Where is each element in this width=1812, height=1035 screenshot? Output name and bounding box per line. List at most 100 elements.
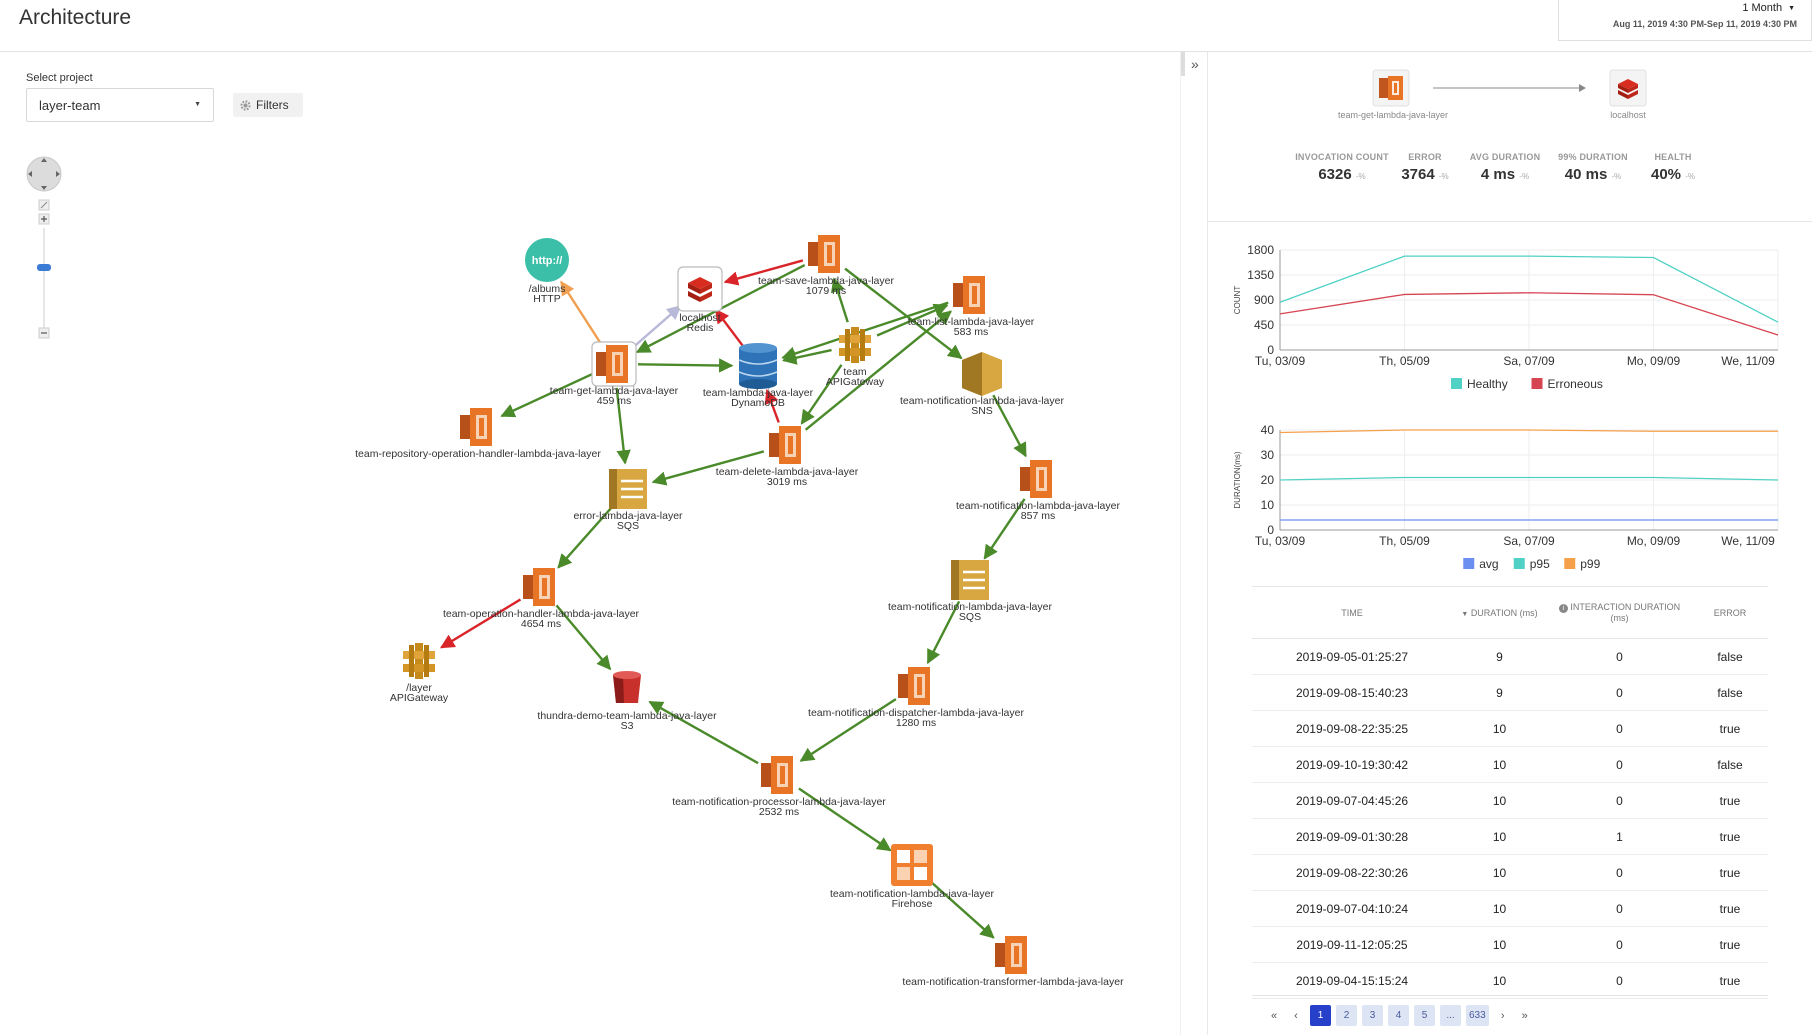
next-page-button[interactable]: › <box>1500 1009 1505 1022</box>
edge-get-to-dynamo[interactable] <box>637 358 734 373</box>
edge-processor-to-s3[interactable] <box>648 700 759 765</box>
prev-page-button[interactable]: ‹ <box>1294 1009 1298 1022</box>
node-dispatcher[interactable]: team-notification-dispatcher-lambda-java… <box>808 667 1024 729</box>
edge-delete-to-dynamo[interactable] <box>764 389 780 423</box>
edge-processor-to-firehose[interactable] <box>798 787 892 852</box>
zoom-fit-button[interactable] <box>38 199 50 211</box>
edge-delete-to-list[interactable] <box>804 310 952 431</box>
node-transformer[interactable]: team-notification-transformer-lambda-jav… <box>902 936 1124 988</box>
edge-firehose-to-transformer[interactable] <box>929 880 995 939</box>
stat-99-duration: 99% DURATION 40 ms -% <box>1558 152 1628 183</box>
node-repo[interactable]: team-repository-operation-handler-lambda… <box>355 408 601 460</box>
page-button-ellipsis[interactable]: ... <box>1440 1005 1461 1026</box>
double-chevron-right-icon[interactable]: » <box>1191 56 1199 72</box>
lambda-icon <box>995 936 1027 974</box>
invocation-table-container: TIME ▼ DURATION (ms) i INTERACTION DURAT… <box>1252 586 1768 999</box>
edge-list-to-dynamo[interactable] <box>781 301 949 361</box>
time-range-select[interactable]: 1 Month▼ <box>1742 2 1795 14</box>
page-button-2[interactable]: 2 <box>1336 1005 1357 1026</box>
node-oph[interactable]: team-operation-handler-lambda-java-layer… <box>443 568 640 630</box>
page-button-1[interactable]: 1 <box>1310 1005 1331 1026</box>
column-header-time[interactable]: TIME <box>1252 586 1452 639</box>
source-name: team-get-lambda-java-layer <box>1337 110 1449 120</box>
cell-time: 2019-09-07-04:10:24 <box>1252 890 1452 927</box>
edge-oph-to-s3[interactable] <box>555 604 612 671</box>
column-header-error[interactable]: ERROR <box>1692 586 1768 639</box>
edge-errsqs-to-oph[interactable] <box>557 506 613 569</box>
zoom-in-button[interactable] <box>38 213 50 225</box>
edge-notif-to-notifsqs[interactable] <box>983 498 1026 560</box>
edge-apigw_team-to-delete[interactable] <box>800 364 843 425</box>
filters-button[interactable]: Filters <box>233 93 303 117</box>
zoom-slider-handle[interactable] <box>37 264 51 271</box>
panel-divider[interactable]: » <box>1180 52 1208 1035</box>
project-select[interactable]: layer-team ▼ <box>26 88 214 122</box>
node-label: team-list-lambda-java-layer <box>908 316 1035 328</box>
page-button-3[interactable]: 3 <box>1362 1005 1383 1026</box>
node-processor[interactable]: team-notification-processor-lambda-java-… <box>672 756 886 818</box>
edge-save-to-sns[interactable] <box>844 267 963 360</box>
legend-item-p99[interactable]: p99 <box>1564 557 1601 571</box>
column-header-interaction-duration[interactable]: i INTERACTION DURATION(ms) <box>1547 586 1692 639</box>
redis-icon <box>677 266 723 312</box>
edge-get-to-repo[interactable] <box>500 372 593 418</box>
last-page-button[interactable]: » <box>1521 1009 1528 1022</box>
divider-handle[interactable] <box>1181 52 1185 76</box>
edge-sns-to-notif[interactable] <box>992 394 1027 458</box>
zoom-out-button[interactable] <box>38 327 50 339</box>
edge-notifsqs-to-dispatcher[interactable] <box>926 600 961 665</box>
cell-error: true <box>1692 854 1768 891</box>
edge-apigw_team-to-list[interactable] <box>876 303 949 337</box>
legend-item-p95[interactable]: p95 <box>1513 557 1550 571</box>
edge-oph-to-apigw_layer[interactable] <box>439 598 522 649</box>
edge-delete-to-errsqs[interactable] <box>651 450 765 486</box>
legend-item-avg[interactable]: avg <box>1463 557 1499 571</box>
edge-save-to-redis[interactable] <box>723 259 804 286</box>
cell-duration: 9 <box>1452 638 1547 675</box>
pan-control[interactable] <box>26 156 62 192</box>
edge-apigw_team-to-save[interactable] <box>830 277 849 323</box>
edge-dispatcher-to-processor[interactable] <box>799 698 897 762</box>
page-button-633[interactable]: 633 <box>1466 1005 1489 1026</box>
lambda-icon <box>1020 460 1052 498</box>
legend-item-healthy[interactable]: Healthy <box>1451 377 1508 391</box>
first-page-button[interactable]: « <box>1270 1009 1278 1022</box>
page-button-4[interactable]: 4 <box>1388 1005 1409 1026</box>
column-header-duration[interactable]: ▼ DURATION (ms) <box>1452 586 1547 639</box>
legend-item-erroneous[interactable]: Erroneous <box>1531 377 1603 391</box>
time-range-picker[interactable]: 1 Month▼ Aug 11, 2019 4:30 PM-Sep 11, 20… <box>1558 0 1812 41</box>
node-firehose[interactable]: team-notification-lambda-java-layerFireh… <box>830 844 994 910</box>
edge-get-to-errsqs[interactable] <box>615 387 631 465</box>
cell-interaction-duration: 0 <box>1547 962 1692 999</box>
edge-dynamo-to-redis[interactable] <box>714 308 745 348</box>
edge-get-to-albums[interactable] <box>560 280 603 345</box>
cell-error: true <box>1692 890 1768 927</box>
page-button-5[interactable]: 5 <box>1414 1005 1435 1026</box>
